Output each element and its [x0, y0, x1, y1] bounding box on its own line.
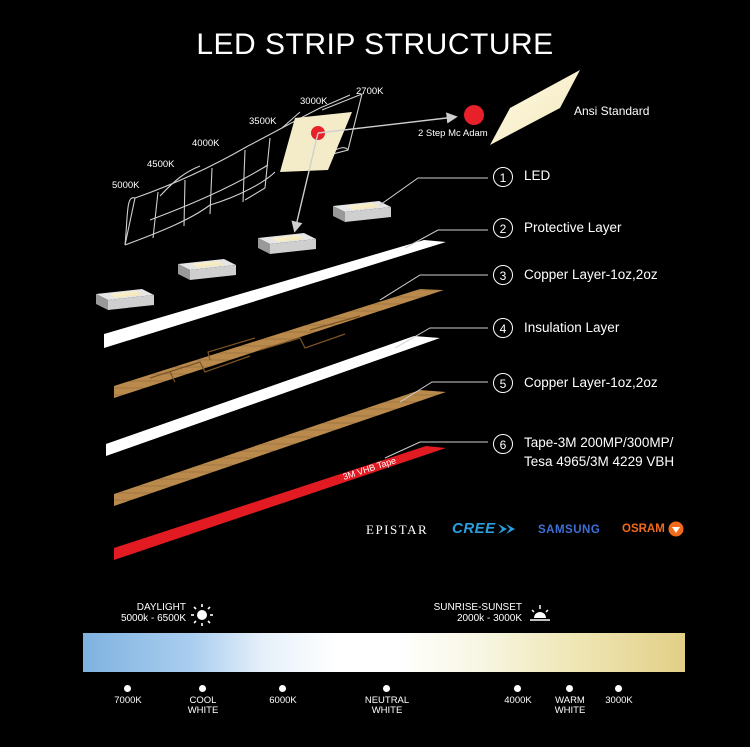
marker-6000k: 6000K	[269, 695, 297, 706]
temp-3000k: 3000K	[300, 96, 328, 107]
cree-chevron-icon	[497, 523, 515, 534]
marker-warm-white: WHITE	[554, 705, 586, 716]
right-arrow	[317, 112, 458, 134]
led-chips	[96, 201, 391, 310]
marker-dot-3000k	[615, 685, 622, 692]
cree-logo-group: CREE	[452, 520, 516, 537]
marker-dot-6000k	[279, 685, 286, 692]
samsung-logo: SAMSUNG	[538, 524, 601, 536]
mcadam-dot	[464, 105, 484, 125]
page-title: LED STRIP STRUCTURE	[196, 28, 554, 61]
layer-label-insulation: Insulation Layer	[524, 320, 620, 335]
marker-dot-cool-white	[199, 685, 206, 692]
sunrise-range: 2000k - 3000K	[456, 613, 522, 624]
temp-4000k: 4000K	[192, 138, 220, 149]
temp-4500k: 4500K	[147, 159, 175, 170]
copper-circuit	[149, 315, 361, 383]
copper-layer-top	[114, 289, 444, 398]
layer-num-5: 5	[493, 373, 513, 393]
ansi-label: Ansi Standard	[574, 104, 649, 118]
protective-layer	[104, 240, 446, 348]
marker-neutral-white: WHITE	[371, 705, 403, 716]
temp-5000k: 5000K	[112, 180, 140, 191]
layer-label-protective: Protective Layer	[524, 220, 622, 235]
layer-num-3: 3	[493, 265, 513, 285]
marker-dot-warm-white	[566, 685, 573, 692]
tape-text: 3M VHB Tape	[342, 455, 398, 482]
down-arrow	[291, 132, 319, 233]
daylight-title: DAYLIGHT	[136, 602, 186, 613]
layer-label-tape-line2: Tesa 4965/3M 4229 VBH	[524, 454, 675, 469]
osram-logo-group: OSRAM	[622, 521, 684, 537]
layer-num-1: 1	[493, 167, 513, 187]
marker-cool-white: WHITE	[187, 705, 219, 716]
layer-num-2: 2	[493, 218, 513, 238]
ansi-diamond	[490, 70, 580, 145]
led-chip	[258, 233, 316, 254]
mcadam-label: 2 Step Mc Adam	[418, 128, 488, 139]
sun-icon	[191, 604, 213, 626]
marker-7000k: 7000K	[114, 695, 142, 706]
layer-label-led: LED	[524, 168, 551, 183]
tape-layer	[114, 446, 446, 560]
copper-layer-bottom	[114, 390, 446, 506]
layer-num-4: 4	[493, 318, 513, 338]
leader-lines	[379, 177, 488, 459]
marker-dot-neutral-white	[383, 685, 390, 692]
epistar-logo: EPISTAR	[366, 522, 429, 537]
insulation-layer	[106, 336, 440, 456]
layer-num-6: 6	[493, 434, 513, 454]
marker-warm: WARM	[555, 695, 585, 706]
led-chip	[96, 289, 154, 310]
marker-neutral: NEUTRAL	[364, 695, 410, 706]
layer-label-copper-bottom: Copper Layer-1oz,2oz	[524, 375, 658, 390]
daylight-range: 5000k - 6500K	[120, 613, 186, 624]
marker-3000k: 3000K	[605, 695, 633, 706]
led-chip	[333, 201, 391, 222]
osram-logo: OSRAM	[622, 523, 665, 535]
sunrise-title: SUNRISE-SUNSET	[433, 602, 522, 613]
marker-4000k: 4000K	[504, 695, 532, 706]
temp-2700k: 2700K	[356, 86, 384, 97]
color-temperature-bar	[83, 633, 685, 672]
cree-logo: CREE	[452, 520, 496, 537]
layer-label-tape-line1: Tape-3M 200MP/300MP/	[524, 435, 674, 450]
marker-dot-4000k	[514, 685, 521, 692]
marker-cool: COOL	[189, 695, 217, 706]
osram-bulb-icon	[668, 521, 684, 537]
temp-3500k: 3500K	[249, 116, 277, 127]
layer-label-copper-top: Copper Layer-1oz,2oz	[524, 267, 658, 282]
sunrise-icon	[530, 605, 550, 621]
led-chip	[178, 259, 236, 280]
marker-dot-7000k	[124, 685, 131, 692]
